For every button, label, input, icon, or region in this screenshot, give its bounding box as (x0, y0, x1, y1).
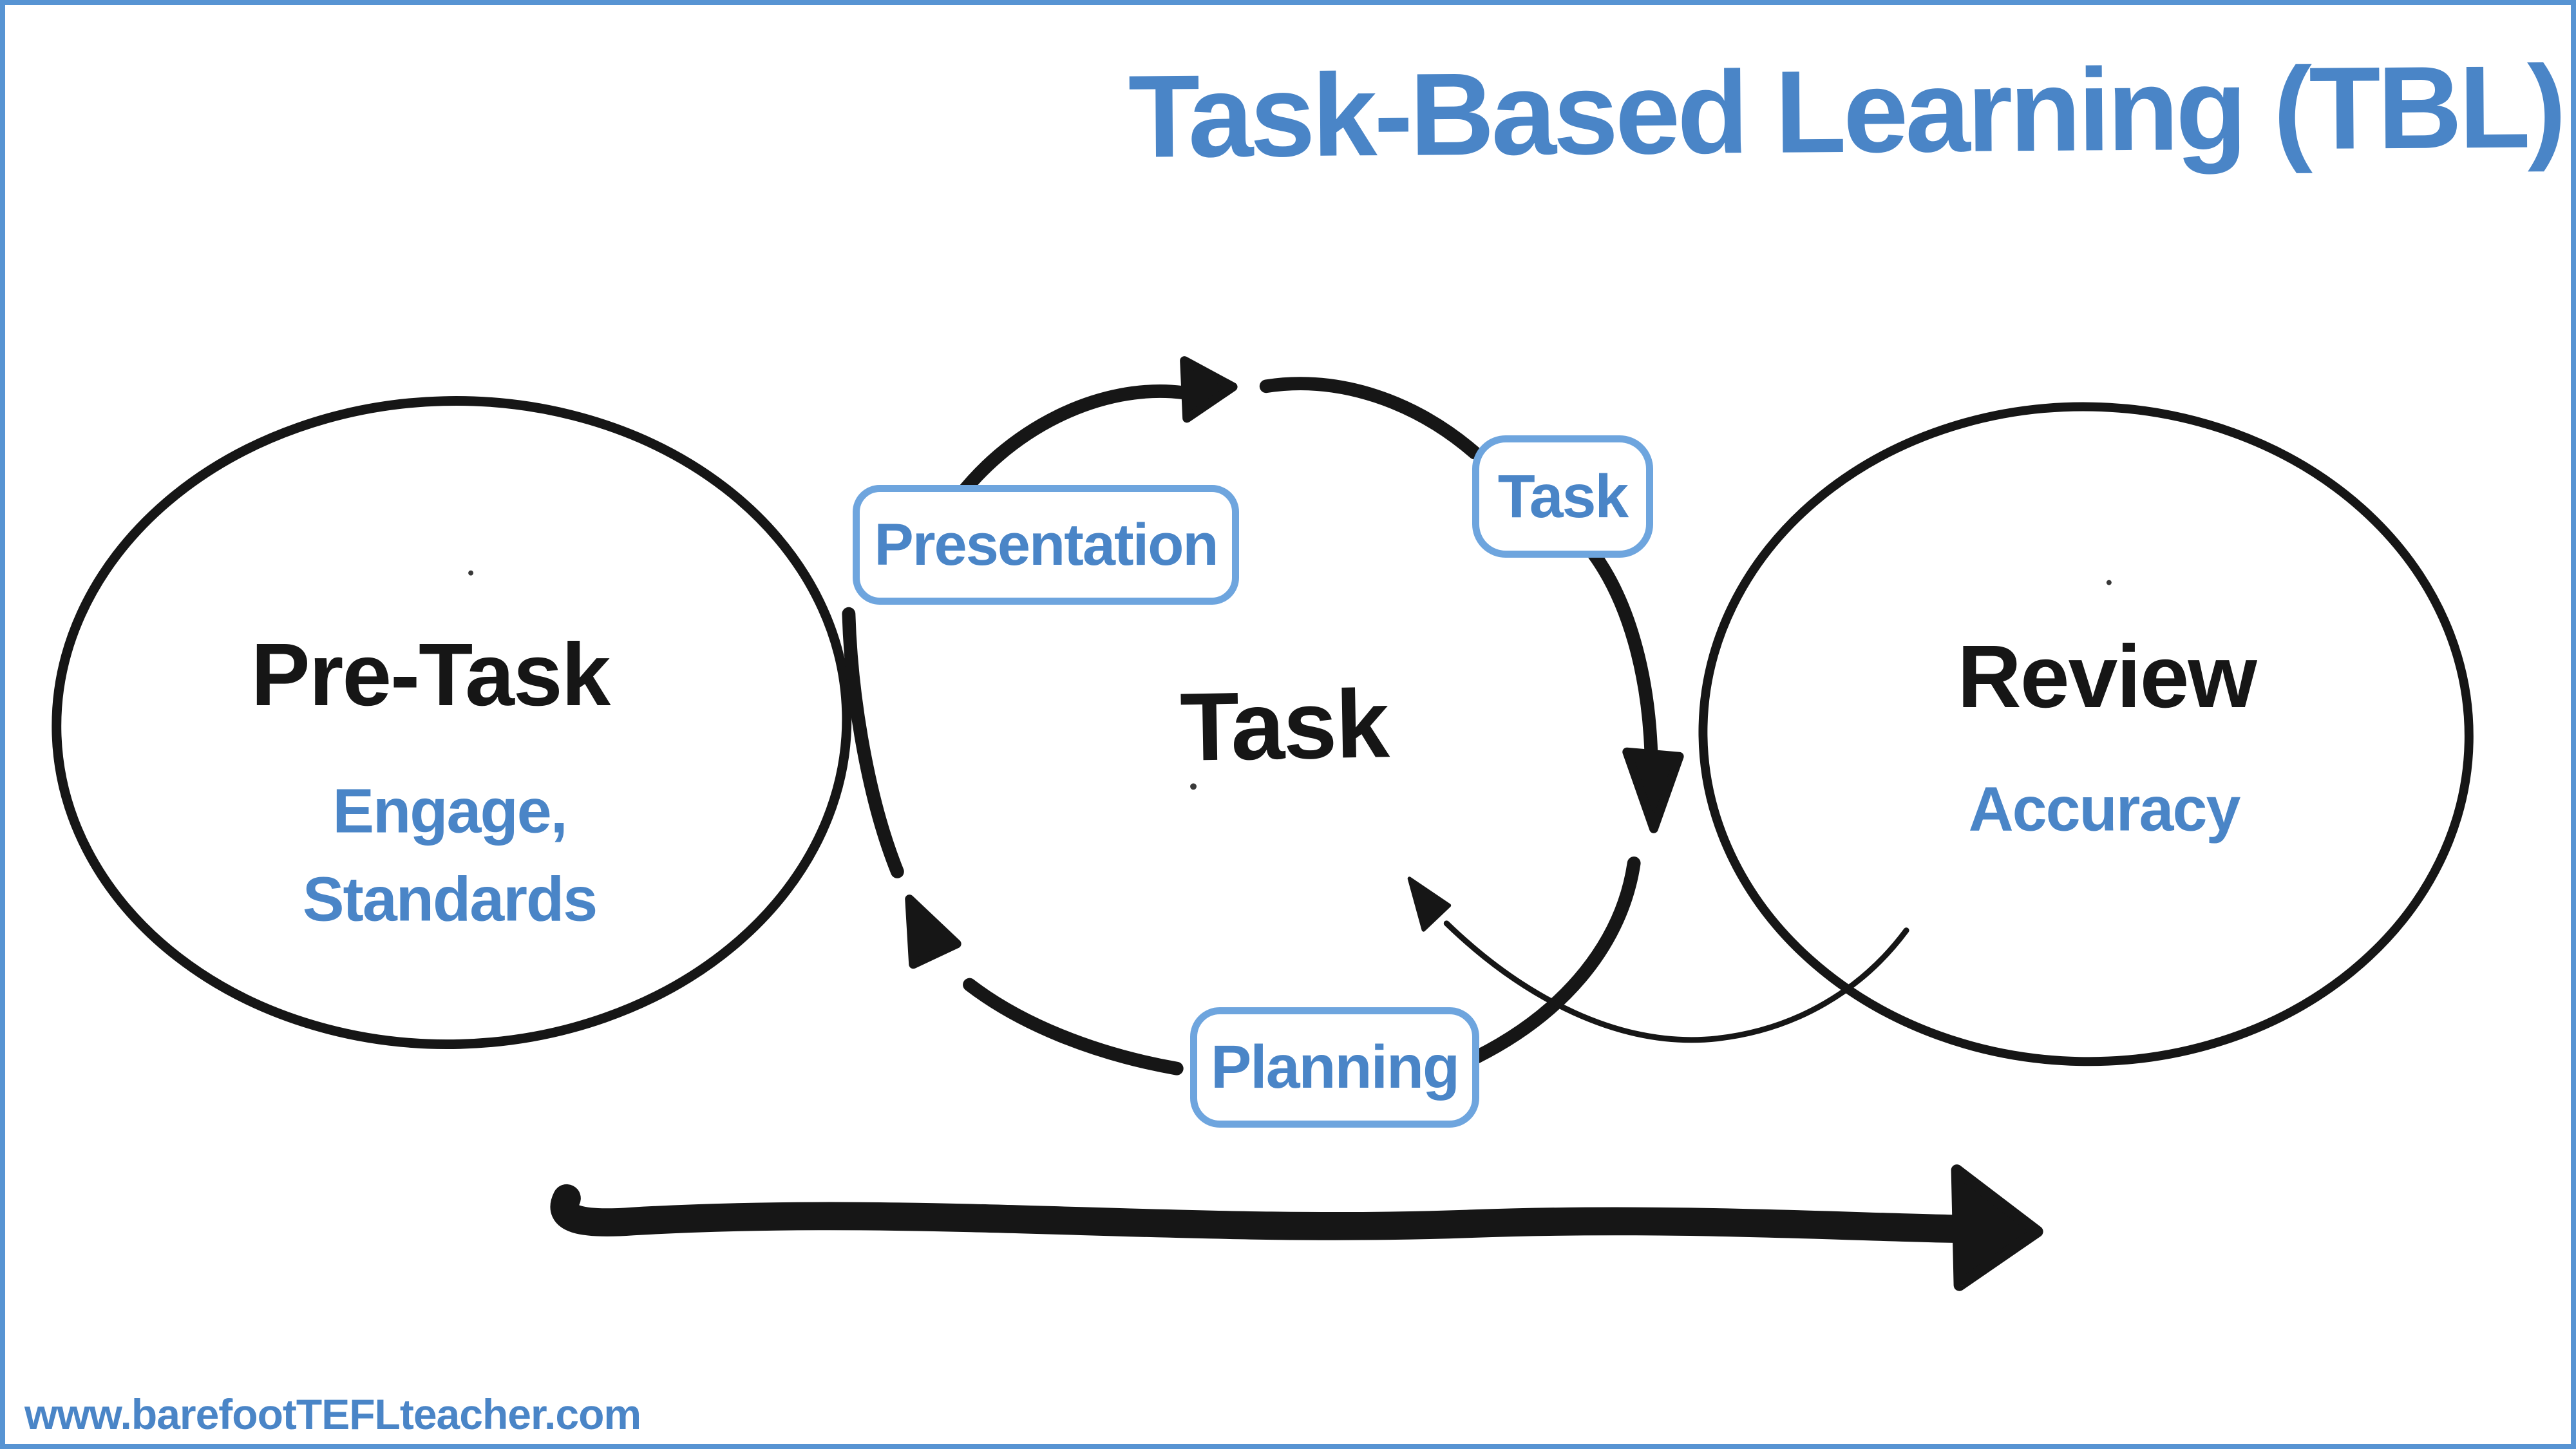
cycle-arc-left-to-presentation (842, 607, 904, 878)
stage-box-planning: Planning (1190, 1007, 1479, 1128)
watermark: www.barefootTEFLteacher.com (24, 1390, 641, 1438)
pre-task-label: Pre-Task (251, 625, 611, 724)
page-title: Task-Based Learning (TBL) (1128, 41, 2564, 182)
review-oval (1698, 402, 2474, 1066)
stage-box-planning-label: Planning (1210, 1033, 1460, 1101)
cycle-arc-task-to-right (1583, 542, 1658, 762)
cycle-center-label: Task (1179, 669, 1389, 781)
pen-speck (1190, 783, 1197, 790)
cycle-arc-presentation-to-top (942, 384, 1190, 517)
stage-box-task-label: Task (1497, 462, 1629, 531)
pre-task-oval (52, 396, 852, 1049)
pre-task-subtitle-line1: Engage, (332, 775, 567, 846)
diagram-artwork (52, 356, 2474, 1291)
cycle-arrowhead-down (1622, 747, 1684, 833)
cycle-arc-right-to-planning (1470, 857, 1641, 1064)
stage-box-presentation: Presentation (853, 485, 1239, 605)
pre-task-subtitle-line2: Standards (302, 864, 598, 934)
cycle-arc-planning-to-left (963, 978, 1184, 1075)
review-label: Review (1957, 627, 2257, 726)
timeline-arrow-shaft (550, 1184, 1979, 1244)
cycle-arrowhead-left (905, 895, 961, 969)
review-feedback-arrow (1443, 920, 1909, 1043)
review-feedback-arrowhead (1407, 876, 1452, 932)
cycle-arrowhead-top (1180, 356, 1238, 423)
cycle-arc-top-to-task (1259, 377, 1482, 460)
stage-box-task: Task (1472, 435, 1653, 558)
review-subtitle: Accuracy (1968, 773, 2241, 844)
pen-speck (2106, 580, 2112, 585)
timeline-arrowhead (1951, 1164, 2043, 1291)
pen-speck (468, 570, 474, 576)
stage-box-presentation-label: Presentation (874, 512, 1218, 578)
